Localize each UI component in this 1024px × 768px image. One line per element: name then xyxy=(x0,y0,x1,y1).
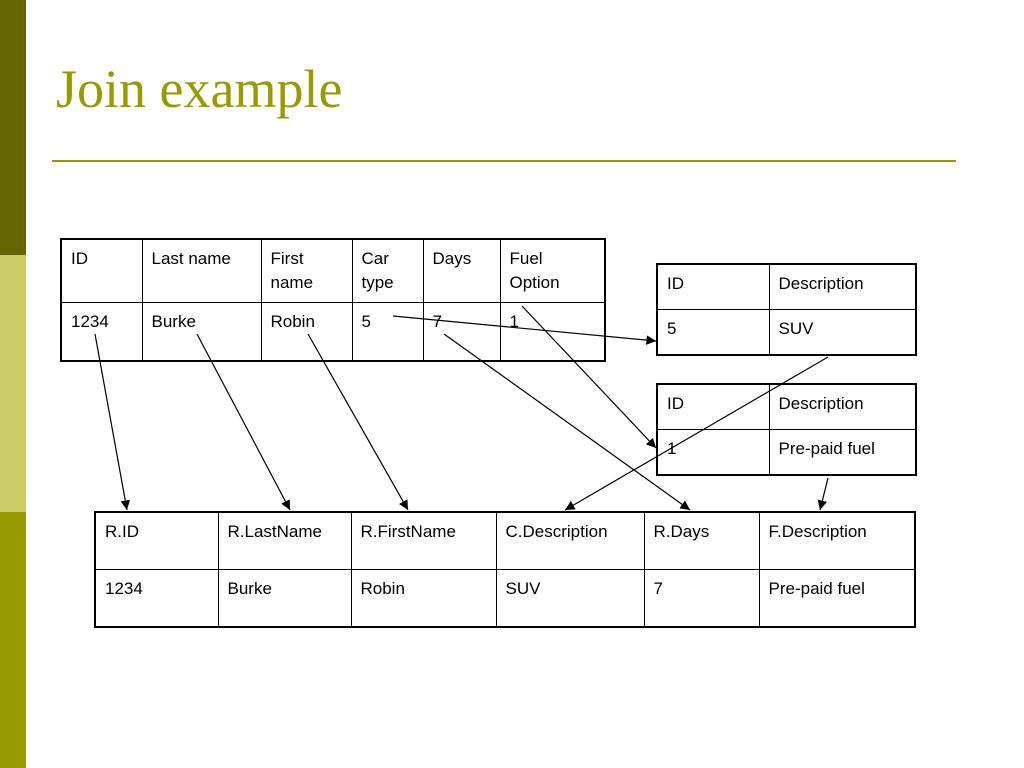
result-cell-r-id: 1234 xyxy=(94,569,219,628)
sidebar-stripe-dark xyxy=(0,0,26,255)
car-type-cell-description: SUV xyxy=(768,309,917,356)
rental-cell-days: 7 xyxy=(422,301,501,362)
result-header-r-days: R.Days xyxy=(643,511,760,570)
sidebar-stripe-light xyxy=(0,255,26,512)
car-type-header-description: Description xyxy=(768,263,917,310)
result-cell-r-lastname: Burke xyxy=(217,569,352,628)
slide-title: Join example xyxy=(56,59,343,119)
rental-header-first-name: First name xyxy=(260,238,353,303)
rental-header-car-type: Car type xyxy=(351,238,424,303)
result-header-r-firstname: R.FirstName xyxy=(350,511,497,570)
rental-cell-fuel-option: 1 xyxy=(499,301,606,362)
result-header-row: R.ID R.LastName R.FirstName C.Descriptio… xyxy=(94,511,916,570)
rental-header-days: Days xyxy=(422,238,501,303)
rental-cell-id: 1234 xyxy=(60,301,143,362)
fuel-table: ID Description 1 Pre-paid fuel xyxy=(656,383,917,476)
rental-header-last-name: Last name xyxy=(141,238,262,303)
rental-header-fuel-option: Fuel Option xyxy=(499,238,606,303)
rental-header-row: ID Last name First name Car type Days Fu… xyxy=(60,238,606,303)
rental-cell-car-type: 5 xyxy=(351,301,424,362)
result-header-f-description: F.Description xyxy=(758,511,916,570)
result-header-r-lastname: R.LastName xyxy=(217,511,352,570)
rental-data-row: 1234 Burke Robin 5 7 1 xyxy=(60,301,606,362)
title-underline xyxy=(52,160,956,162)
car-type-table: ID Description 5 SUV xyxy=(656,263,917,356)
car-type-header-id: ID xyxy=(656,263,770,310)
car-type-data-row: 5 SUV xyxy=(656,309,917,356)
fuel-header-row: ID Description xyxy=(656,383,917,430)
arrow-prepaid-to-result xyxy=(817,477,829,511)
rental-cell-first-name: Robin xyxy=(260,301,353,362)
result-cell-r-days: 7 xyxy=(643,569,760,628)
car-type-cell-id: 5 xyxy=(656,309,770,356)
fuel-header-id: ID xyxy=(656,383,770,430)
rental-cell-last-name: Burke xyxy=(141,301,262,362)
result-cell-c-description: SUV xyxy=(495,569,645,628)
fuel-data-row: 1 Pre-paid fuel xyxy=(656,429,917,476)
fuel-cell-description: Pre-paid fuel xyxy=(768,429,917,476)
rental-header-id: ID xyxy=(60,238,143,303)
result-table: R.ID R.LastName R.FirstName C.Descriptio… xyxy=(94,511,916,628)
result-cell-r-firstname: Robin xyxy=(350,569,497,628)
result-header-r-id: R.ID xyxy=(94,511,219,570)
fuel-cell-id: 1 xyxy=(656,429,770,476)
result-data-row: 1234 Burke Robin SUV 7 Pre-paid fuel xyxy=(94,569,916,628)
result-cell-f-description: Pre-paid fuel xyxy=(758,569,916,628)
fuel-header-description: Description xyxy=(768,383,917,430)
car-type-header-row: ID Description xyxy=(656,263,917,310)
sidebar-stripe-olive xyxy=(0,512,26,768)
result-header-c-description: C.Description xyxy=(495,511,645,570)
rental-table: ID Last name First name Car type Days Fu… xyxy=(60,238,606,362)
